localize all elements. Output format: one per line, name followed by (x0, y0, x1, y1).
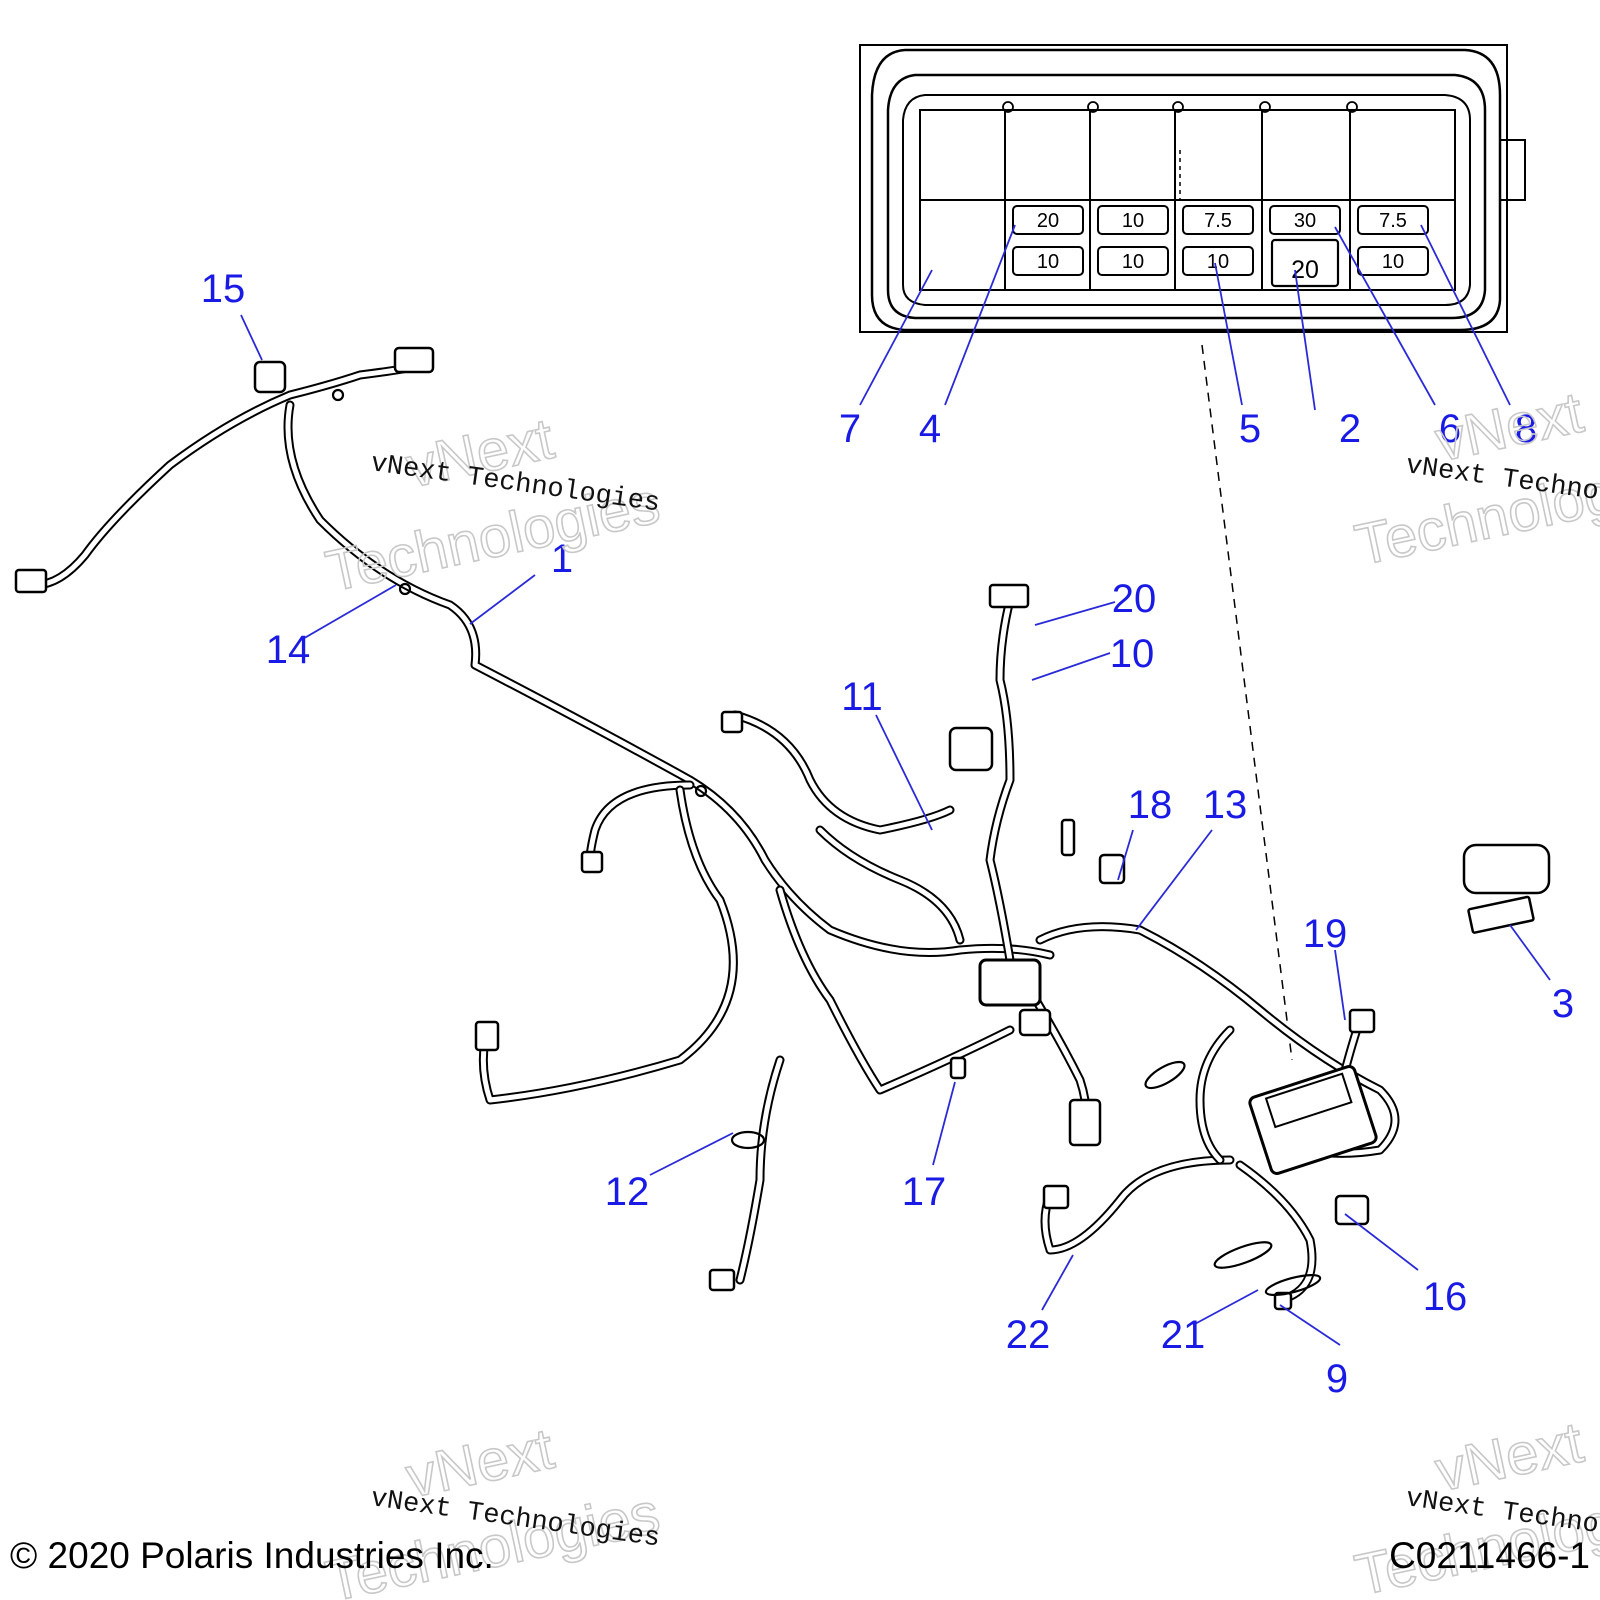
callout-1: 1 (551, 537, 573, 581)
callout-5: 5 (1239, 407, 1261, 451)
projection-line (1201, 344, 1293, 1061)
callout-8: 8 (1515, 407, 1537, 451)
watermarks: vNext Technologies vNext Technologies vN… (320, 379, 1600, 1600)
fuse-bottom-2: 10 (1097, 246, 1169, 276)
fuse-rating: 10 (1382, 251, 1404, 273)
fuse-bottom-1: 10 (1012, 246, 1084, 276)
leader-lines (240, 224, 1551, 1346)
callout-13: 13 (1203, 783, 1248, 827)
callout-4: 4 (919, 407, 941, 451)
callout-22: 22 (1006, 1313, 1051, 1357)
callout-2: 2 (1339, 407, 1361, 451)
wiring-harness (14, 346, 1551, 1311)
callout-3: 3 (1552, 982, 1574, 1026)
fuse-top-3: 7.5 (1182, 205, 1254, 235)
fuse-rating: 30 (1294, 210, 1316, 232)
fuse-bottom-4-relay: 20 (1270, 238, 1340, 288)
fuse-rating: 20 (1037, 210, 1059, 232)
callout-10: 10 (1110, 632, 1155, 676)
fuse-bottom-3: 10 (1182, 246, 1254, 276)
fuse-top-1: 20 (1012, 205, 1084, 235)
callout-19: 19 (1303, 912, 1348, 956)
callout-20: 20 (1112, 577, 1157, 621)
callout-12: 12 (605, 1170, 650, 1214)
fuse-rating: 7.5 (1204, 210, 1232, 232)
callout-15: 15 (201, 267, 246, 311)
fuse-box-inset: 20 10 7.5 30 7.5 10 10 10 (859, 44, 1526, 333)
fuse-rating: 7.5 (1379, 210, 1407, 232)
fuse-top-4: 30 (1269, 205, 1341, 235)
callout-17: 17 (902, 1170, 947, 1214)
fuse-rating: 10 (1207, 251, 1229, 273)
drawing-number: C0211466-1 (1389, 1535, 1590, 1576)
callout-numbers: 1 2 3 4 5 6 7 8 9 10 11 12 13 14 15 16 1… (201, 267, 1574, 1401)
fuse-rating: 10 (1122, 210, 1144, 232)
fuse-top-2: 10 (1097, 205, 1169, 235)
callout-21: 21 (1161, 1313, 1206, 1357)
copyright-notice: © 2020 Polaris Industries Inc. (10, 1535, 494, 1576)
callout-16: 16 (1423, 1275, 1468, 1319)
callout-9: 9 (1326, 1357, 1348, 1401)
callout-7: 7 (839, 407, 861, 451)
fuse-rating: 10 (1122, 251, 1144, 273)
harness-fuse-block (1248, 1065, 1378, 1175)
fuse-top-5: 7.5 (1357, 205, 1429, 235)
callout-14: 14 (266, 628, 311, 672)
callout-11: 11 (841, 675, 883, 719)
callout-18: 18 (1128, 783, 1173, 827)
fuse-rating: 10 (1037, 251, 1059, 273)
fuse-bottom-5: 10 (1357, 246, 1429, 276)
callout-6: 6 (1439, 407, 1461, 451)
